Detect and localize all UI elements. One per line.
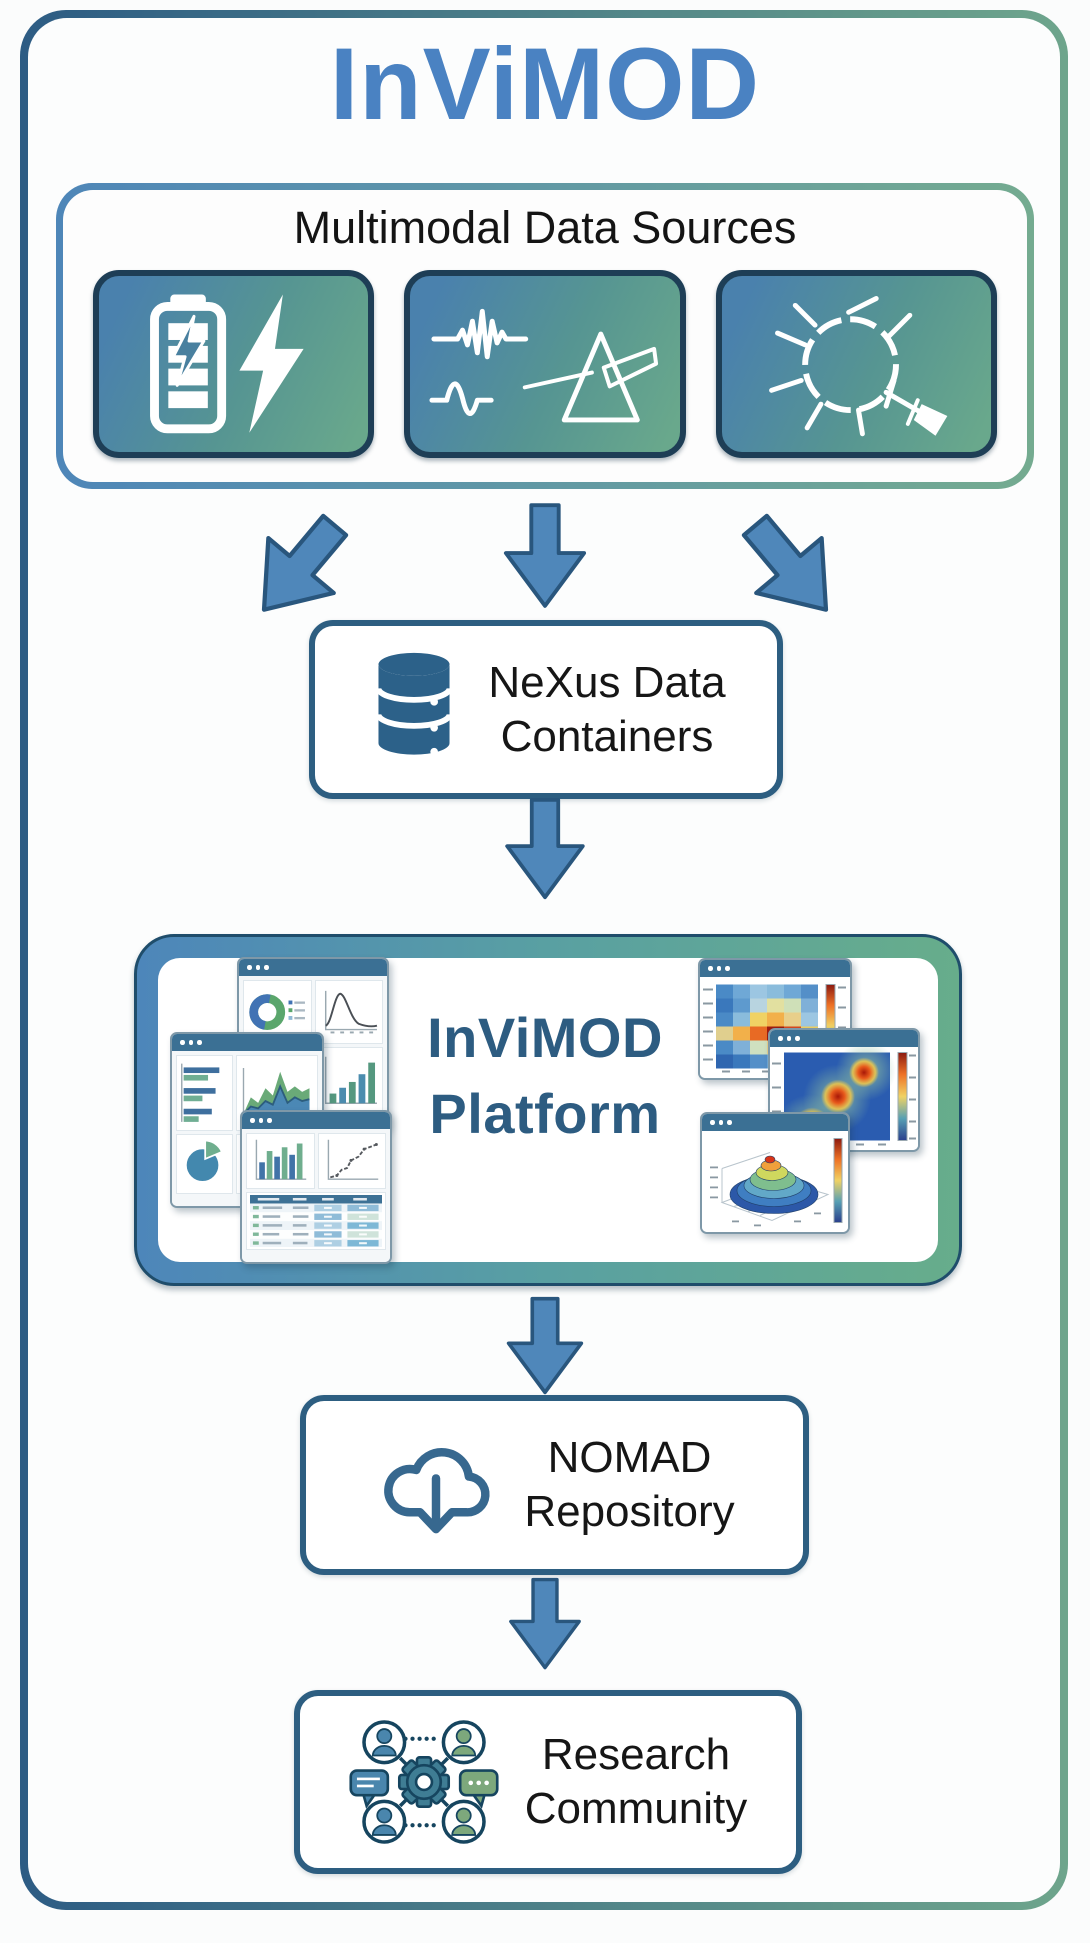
window-titlebar: [770, 1030, 918, 1047]
diagram-title: InViMOD: [329, 27, 761, 141]
battery-lightning-icon: [150, 294, 304, 434]
pie-chart: [176, 1134, 233, 1194]
dashboard-window-table: [240, 1110, 392, 1264]
synchrotron-ring-icon: [768, 296, 948, 437]
horizontal-bar-chart: [176, 1055, 233, 1131]
window-titlebar: [242, 1112, 390, 1129]
chat-bubble-right-icon: [458, 1769, 499, 1809]
community-node: Research Community: [294, 1690, 802, 1874]
source-tile-spectroscopy: [404, 270, 686, 458]
nexus-node: NeXus Data Containers: [309, 620, 783, 799]
window-titlebar: [172, 1034, 322, 1051]
nomad-label: NOMAD Repository: [524, 1433, 735, 1536]
gear-icon: [397, 1755, 450, 1809]
flow-arrow-left: [261, 513, 349, 612]
community-network-icon: [349, 1720, 499, 1844]
flow-arrow-nomad-community: [509, 1577, 581, 1670]
window-titlebar: [700, 960, 850, 977]
flow-arrow-platform-nomad: [506, 1296, 584, 1395]
multimodal-sources-box: Multimodal Data Sources: [56, 183, 1034, 489]
peak-line-chart: [314, 980, 383, 1044]
flow-arrow-middle: [503, 503, 587, 608]
source-tile-battery: [93, 270, 375, 458]
heatmap-grid-chart: [703, 984, 846, 1073]
source-tiles-row: [93, 270, 997, 458]
waveform-prism-icon: [429, 309, 659, 423]
platform-label: InViMOD Platform: [427, 1006, 663, 1145]
window-titlebar: [239, 959, 387, 976]
database-icon: [375, 652, 453, 756]
sources-heading: Multimodal Data Sources: [293, 202, 797, 253]
data-table: [246, 1192, 386, 1250]
nexus-label: NeXus Data Containers: [488, 657, 726, 761]
flow-arrow-nexus-platform: [505, 797, 585, 900]
surface-3d-window: [700, 1112, 850, 1234]
community-label: Research Community: [524, 1730, 748, 1833]
trend-line-chart: [317, 1133, 386, 1189]
flow-arrow-right: [741, 513, 829, 612]
grouped-bar-chart: [246, 1133, 315, 1189]
chat-bubble-left-icon: [349, 1769, 389, 1809]
surface-3d-chart: [710, 1138, 843, 1227]
rising-bar-chart: [314, 1047, 383, 1117]
nomad-node: NOMAD Repository: [300, 1395, 809, 1575]
source-tile-synchrotron: [715, 270, 997, 458]
cloud-download-icon: [384, 1448, 490, 1534]
window-titlebar: [702, 1114, 848, 1131]
